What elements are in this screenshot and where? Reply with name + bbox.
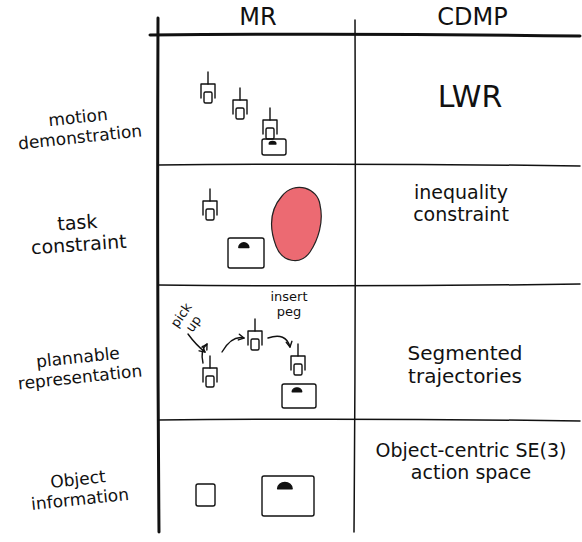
table-cell: plannable representation xyxy=(2,340,155,395)
gripper xyxy=(203,356,217,387)
arrow-head xyxy=(286,341,292,347)
peg-box xyxy=(262,139,286,155)
gripper xyxy=(263,108,277,139)
arrow-head xyxy=(238,334,244,340)
column-rule xyxy=(354,20,355,532)
gripper-figures xyxy=(188,72,316,516)
gripper xyxy=(233,88,247,119)
peg-box xyxy=(196,484,215,506)
table-cell: Segmented trajectories xyxy=(370,342,560,388)
peg-box xyxy=(228,238,264,268)
row-rule xyxy=(158,284,580,286)
arrow-head xyxy=(199,346,205,352)
peg-box xyxy=(282,384,316,408)
column-rule xyxy=(158,18,159,532)
gripper xyxy=(248,319,262,350)
column-header: CDMP xyxy=(415,4,530,32)
table-cell: motion demonstration xyxy=(2,100,155,155)
row-rule xyxy=(158,164,580,166)
table-cell: task constraint xyxy=(7,207,150,260)
table-cell: Object-centric SE(3) action space xyxy=(364,440,578,484)
table-cell: LWR xyxy=(410,80,530,115)
sequence-arrow xyxy=(268,336,290,347)
gripper xyxy=(291,344,305,375)
gripper xyxy=(203,189,217,220)
table-cell: Object information xyxy=(2,462,155,517)
gripper xyxy=(201,72,215,103)
header-rule xyxy=(150,34,580,36)
row-rule xyxy=(158,419,580,421)
column-header: MR xyxy=(222,4,294,32)
step-label: insert peg xyxy=(262,290,316,320)
step-label: pick up xyxy=(163,293,213,346)
peg-box xyxy=(262,476,314,516)
obstacle-blob xyxy=(271,187,321,260)
sequence-arrow xyxy=(188,334,205,352)
table-cell: inequality constraint xyxy=(372,182,550,226)
